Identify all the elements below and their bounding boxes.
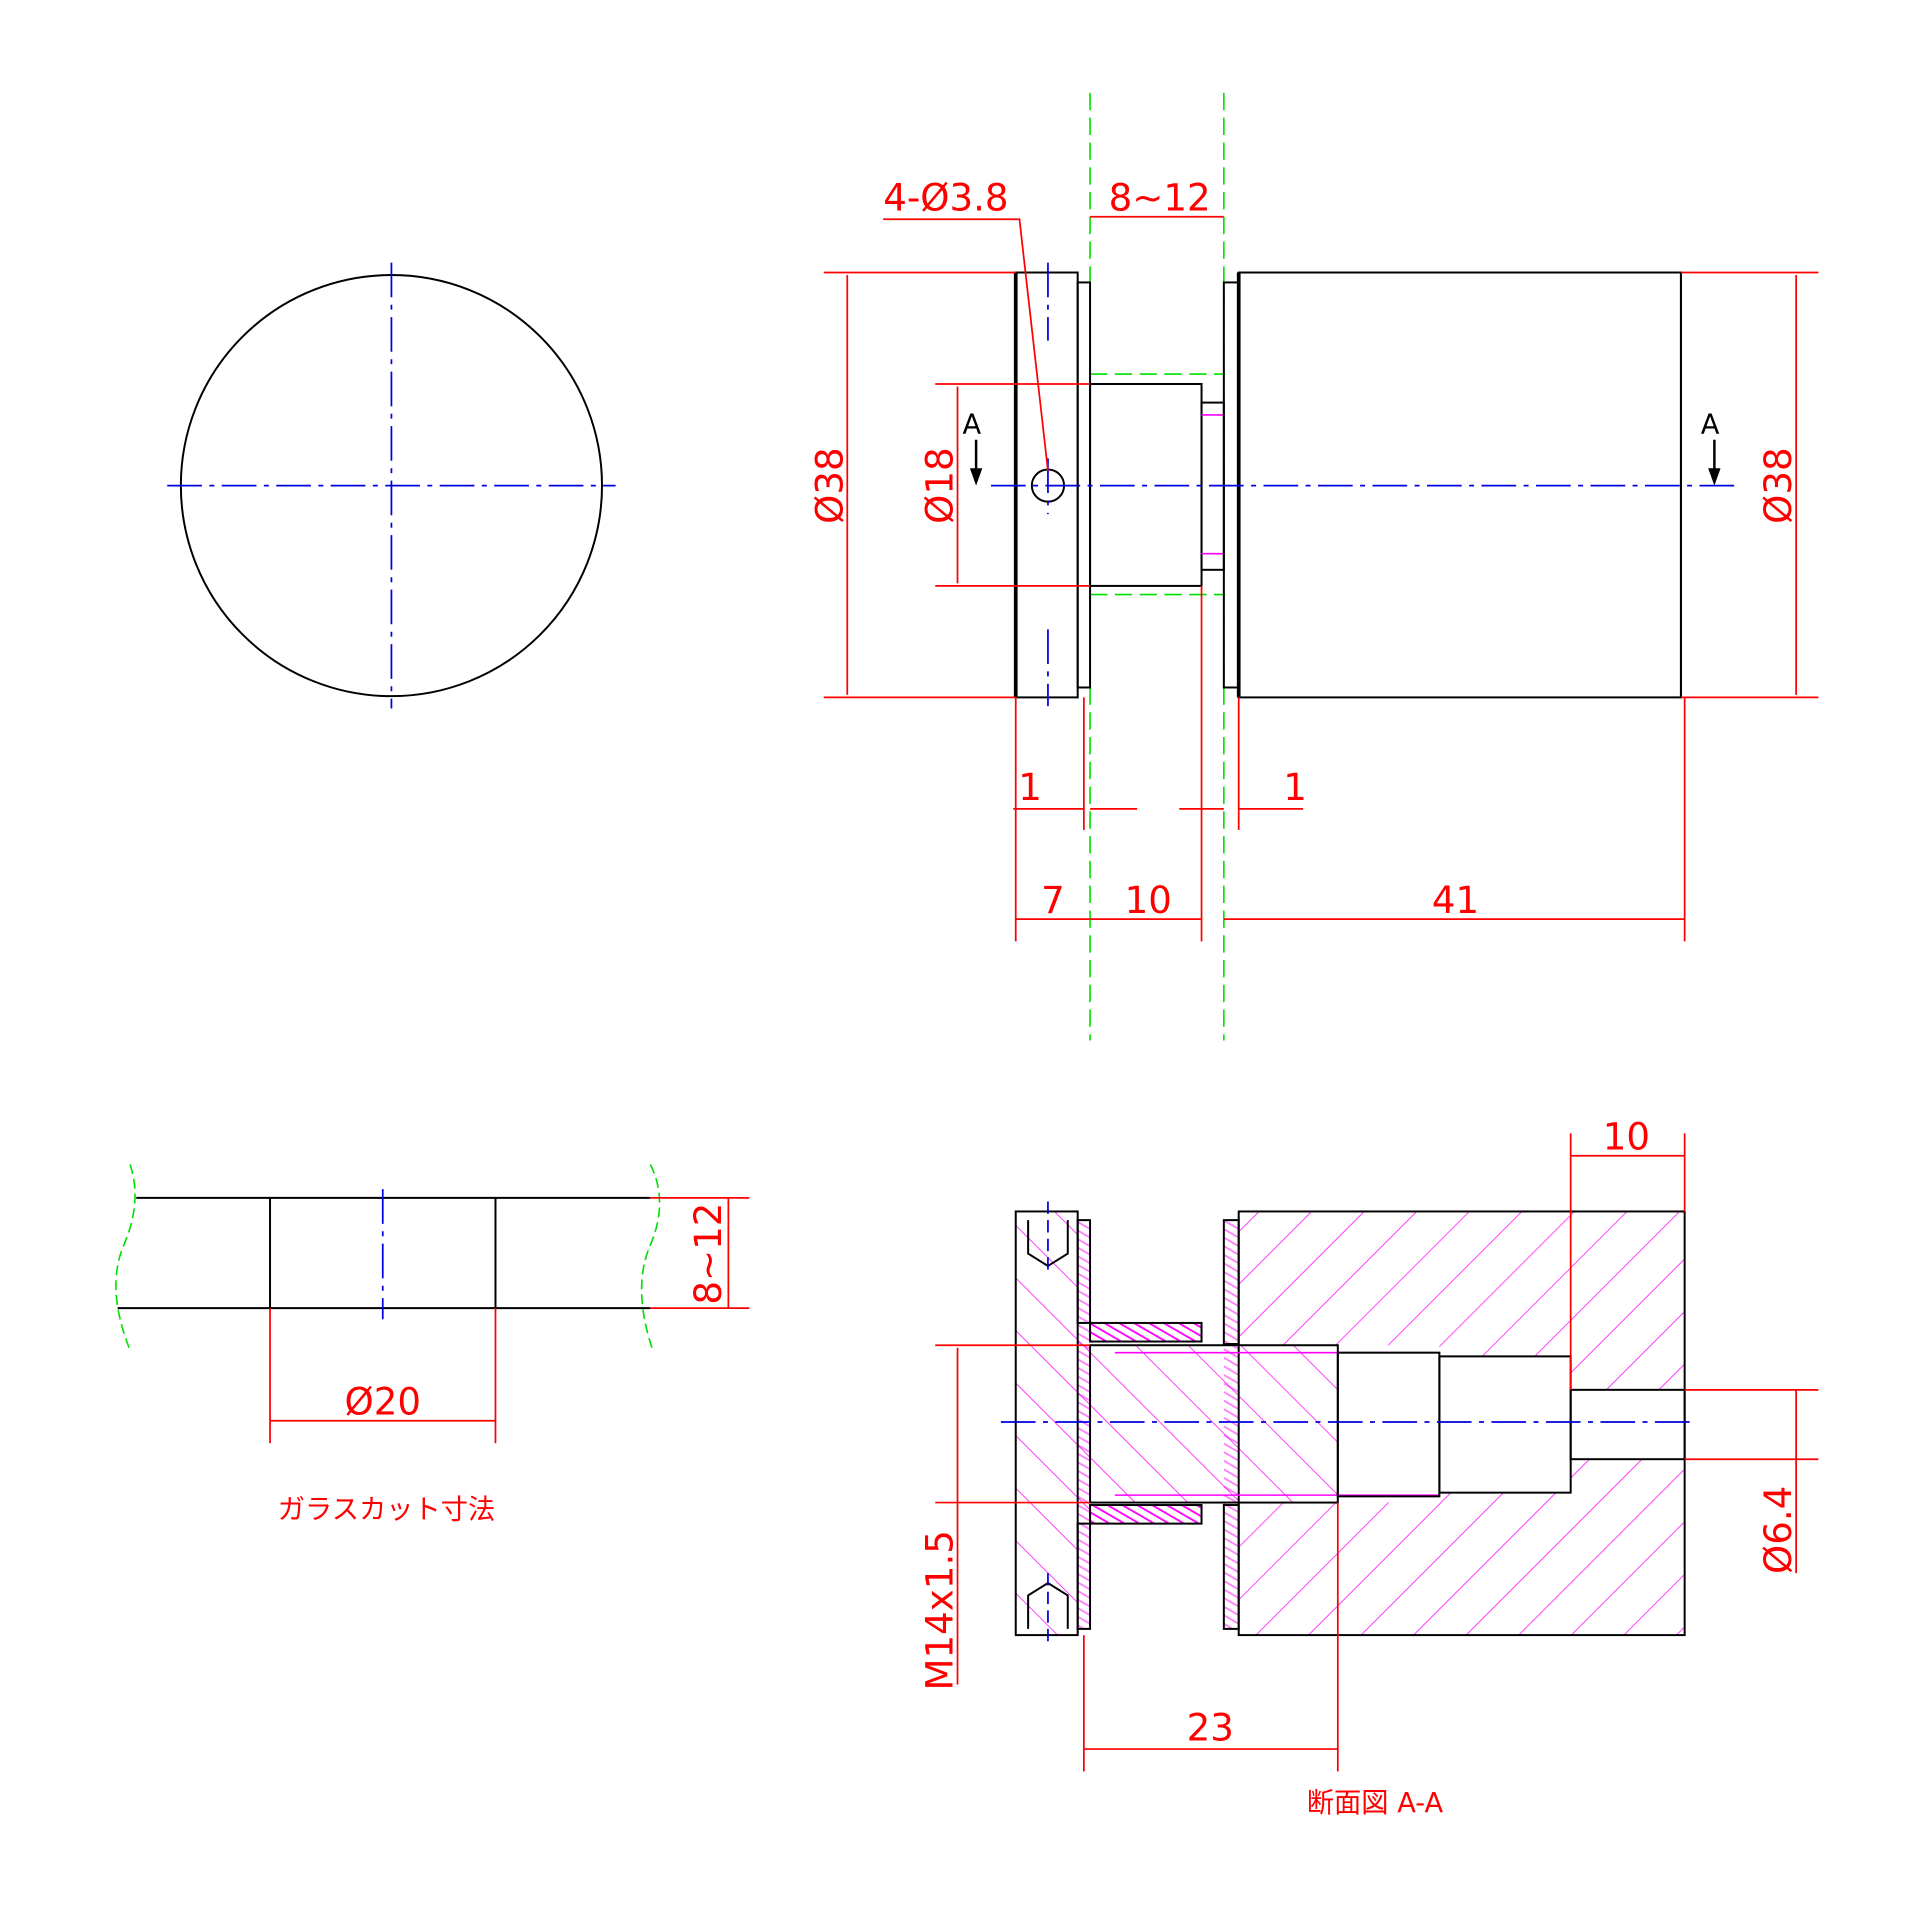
dim-hole-callout: 4-Ø3.8 [883, 177, 1008, 220]
section-view: 10 Ø6.4 M14x1.5 23 断面図 A-A [919, 1116, 1819, 1819]
svg-text:A: A [1701, 410, 1720, 441]
dim-body-length: 41 [1432, 879, 1479, 922]
front-view: A A 4- [808, 92, 1819, 1041]
dim-thread: M14x1.5 [919, 1530, 962, 1690]
dim-thread-length: 23 [1187, 1706, 1234, 1749]
side-view [167, 262, 616, 709]
dim-small-hole-dia: Ø6.4 [1757, 1486, 1800, 1574]
dim-hole-dia: Ø20 [344, 1381, 421, 1424]
glass-cut-caption: ガラスカット寸法 [278, 1495, 495, 1526]
section-caption: 断面図 A-A [1307, 1788, 1444, 1819]
dim-gap-right: 1 [1283, 766, 1307, 809]
glass-cut-view: Ø20 8~12 ガラスカット寸法 [115, 1164, 750, 1526]
svg-text:A: A [962, 410, 981, 441]
dim-neck-length: 10 [1125, 879, 1172, 922]
dim-outer-dia-right: Ø38 [1757, 447, 1800, 524]
dim-outer-dia-left: Ø38 [808, 447, 851, 524]
dim-inner-dia: Ø18 [919, 447, 962, 524]
section-arrow-left: A [962, 410, 983, 486]
dim-bore-depth: 10 [1603, 1116, 1650, 1159]
dim-gap-left: 1 [1018, 766, 1042, 809]
dim-thickness: 8~12 [687, 1203, 730, 1305]
dim-glass-thickness: 8~12 [1109, 177, 1211, 220]
dim-flange-width: 7 [1041, 879, 1065, 922]
dimensions-front [823, 215, 1819, 942]
section-arrow-right: A [1701, 410, 1721, 486]
